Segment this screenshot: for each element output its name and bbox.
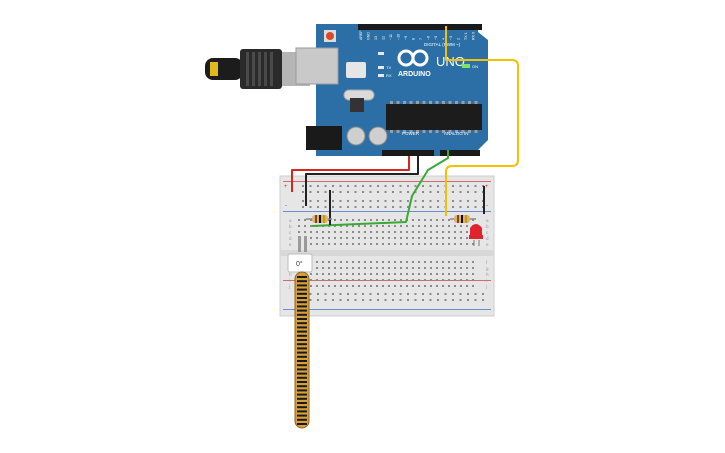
digital-pin-label: 4 <box>442 38 446 40</box>
wire-d7-yellow <box>445 26 519 216</box>
led-red[interactable] <box>469 224 483 246</box>
digital-pin-label: ~3 <box>449 36 453 40</box>
row-letter-right-e: e <box>486 242 489 247</box>
digital-pin-label: 2 <box>457 38 461 40</box>
rail-minus-left: - <box>285 203 287 209</box>
digital-header[interactable] <box>358 24 482 30</box>
row-letter-right-f: f <box>486 260 488 265</box>
led-on-label: ON <box>472 64 478 69</box>
arduino-uno-board[interactable]: ARDUINO UNO DIGITAL (PWM ~) POWER ANALOG… <box>295 24 488 156</box>
resistor-left[interactable] <box>306 215 332 223</box>
digital-pin-label: 7 <box>419 38 423 40</box>
rail-plus-right: + <box>485 184 489 190</box>
row-letter-left-e: e <box>289 242 292 247</box>
digital-pin-label: GND <box>367 32 371 40</box>
digital-pin-label: 8 <box>412 38 416 40</box>
row-letter-right-i: i <box>486 278 487 283</box>
row-letter-left-j: j <box>288 284 290 289</box>
wire-5v-red <box>291 156 410 192</box>
digital-pin-label: ~11 <box>389 34 393 40</box>
digital-pin-label: 12 <box>382 36 386 40</box>
flex-sensor-angle-label: 0° <box>296 260 303 268</box>
row-letter-right-g: g <box>486 266 489 271</box>
row-letter-left-a: a <box>289 218 292 223</box>
rail-minus-right: - <box>486 203 488 209</box>
row-letter-right-d: d <box>486 236 489 241</box>
arduino-logo <box>397 49 429 67</box>
row-letter-left-c: c <box>289 230 292 235</box>
power-header-label: POWER <box>402 131 420 136</box>
digital-pin-label: ~5 <box>434 36 438 40</box>
breadboard[interactable]: aabbccddeeffgghhiijj + - + - <box>279 175 495 317</box>
row-letter-left-d: d <box>289 236 292 241</box>
digital-pin-label: TX 1 <box>464 32 468 40</box>
arduino-brand-label: ARDUINO <box>398 71 431 78</box>
arduino-model-label: UNO <box>436 54 465 69</box>
analog-header[interactable] <box>440 150 480 156</box>
rail-plus-left: + <box>284 184 288 190</box>
row-letter-left-h: h <box>289 272 292 277</box>
power-header[interactable] <box>382 150 434 156</box>
digital-pin-label: RX 0 <box>472 32 476 40</box>
digital-header-label: DIGITAL (PWM ~) <box>424 42 461 47</box>
row-letter-right-a: a <box>486 218 489 223</box>
digital-pin-label: ~6 <box>427 36 431 40</box>
usb-cable[interactable] <box>205 49 310 89</box>
row-letter-left-i: i <box>289 278 290 283</box>
row-letter-right-b: b <box>486 224 489 229</box>
digital-pin-label: 13 <box>374 36 378 40</box>
row-letter-right-j: j <box>485 284 487 289</box>
led-tx-label: TX <box>386 65 391 70</box>
wire-gnd-black <box>305 156 419 206</box>
row-letter-right-h: h <box>486 272 489 277</box>
row-letter-right-c: c <box>486 230 489 235</box>
resistor-right[interactable] <box>450 215 476 223</box>
led-rx-label: RX <box>386 73 392 78</box>
wires[interactable] <box>291 26 519 227</box>
digital-pin-label: ~10 <box>397 34 401 40</box>
row-letter-left-b: b <box>289 224 292 229</box>
digital-pin-label: AREF <box>359 30 363 40</box>
analog-header-label: ANALOG IN <box>444 131 469 136</box>
flex-sensor[interactable]: 0° <box>287 236 313 429</box>
wire-a0-green <box>311 150 449 227</box>
digital-pin-label: ~9 <box>404 36 408 40</box>
